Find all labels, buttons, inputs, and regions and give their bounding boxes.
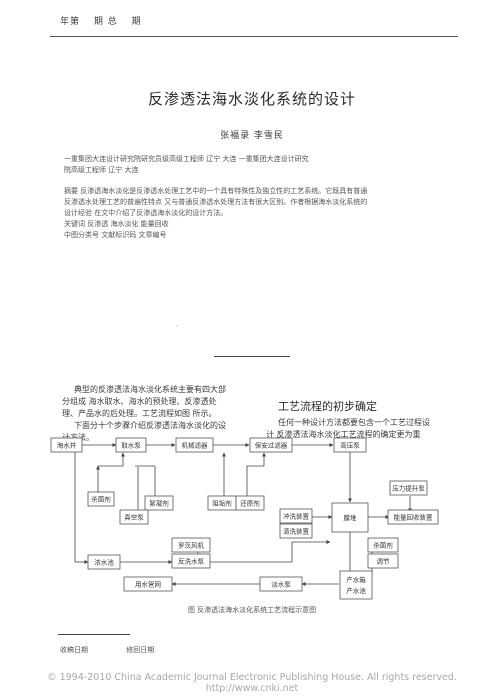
box-product-tank (339, 570, 373, 600)
box-adjust (367, 553, 399, 569)
box-membrane (331, 502, 369, 533)
box-backwash-pump (171, 553, 211, 569)
label-wash-water: 浓水池 (94, 558, 114, 567)
stray-mark: ′ (176, 325, 178, 333)
box-energy-recovery (387, 509, 439, 525)
label-scale-inhibitor: 阻垢剂 (212, 499, 232, 508)
label-pressure-booster: 压力提升泵 (392, 484, 425, 493)
flow-svg: 海水井 取水泵 机械滤器 保安过滤器 高压泵 压力提升泵 杀菌剂 絮凝剂 真空泵… (50, 437, 439, 600)
label-user-network: 用水管网 (135, 580, 161, 589)
label-energy-recovery: 能量回收装置 (394, 513, 434, 522)
box-user-network (123, 576, 173, 592)
label-sterilant: 杀菌剂 (91, 495, 111, 504)
section-heading: 工艺流程的初步确定 (278, 400, 377, 413)
header-rule (50, 36, 458, 37)
box-coagulant (144, 495, 174, 511)
affiliation-line: 院高级工程师 辽宁 大连 (64, 166, 139, 174)
box-security-filter (249, 437, 293, 453)
header-item: 期 (131, 17, 142, 27)
paper-title: 反渗透法海水淡化系统的设计 (147, 90, 356, 108)
label-seawater-well: 海水井 (57, 441, 77, 450)
box-flush-device (279, 508, 313, 524)
label-hp-pump: 高压泵 (340, 441, 360, 450)
body-line: 任何一种设计方法都要包含一个工艺过程设 (278, 418, 430, 427)
paper-authors: 张福录 李雪民 (220, 131, 284, 141)
box-backwash-fan (171, 537, 211, 553)
label-backwash-pump: 反洗水泵 (178, 557, 205, 566)
body-line: 计方法。 (62, 433, 94, 442)
label-product-tank-1: 产水箱 (346, 575, 366, 584)
box-sterilant-2 (367, 537, 399, 553)
body-line: 典型的反渗透法海水淡化系统主要有四大部 (74, 385, 226, 394)
label-product-pump: 淡水泵 (271, 580, 291, 589)
label-backwash-fan: 罗茨风机 (178, 541, 205, 550)
body-line: 理、产品水的后处理。工艺流程如图 所示。 (62, 409, 217, 418)
box-seawater-pump (115, 437, 147, 453)
label-security-filter: 保安过滤器 (255, 441, 288, 450)
label-flush-device: 冲洗装置 (283, 512, 310, 521)
footnote-received: 收稿日期 (60, 646, 88, 654)
body-line: 分组成 海水取水、海水的预处理、反渗透处 (62, 397, 217, 406)
label-sterilant-2: 杀菌剂 (373, 541, 393, 550)
figure-caption: 图 反渗透法海水淡化系统工艺流程示意图 (187, 606, 317, 614)
box-pressure-booster (389, 480, 428, 496)
label-reductant: 还原剂 (240, 499, 260, 508)
header-item: 期 总 (93, 17, 118, 27)
box-seawater-well (50, 437, 83, 453)
box-hp-pump (333, 437, 367, 453)
running-header: 年第 期 总 期 (60, 14, 152, 27)
classification-line: 中图分类号 文献标识码 文章编号 (64, 231, 167, 239)
box-sterilant (87, 491, 115, 507)
label-vacuum-pump: 真空泵 (124, 513, 144, 522)
label-seawater-pump: 取水泵 (121, 441, 141, 450)
box-reductant (235, 495, 265, 511)
copyright-watermark: © 1994-2010 China Academic Journal Elect… (47, 672, 457, 694)
process-flow-diagram: 海水井 取水泵 机械滤器 保安过滤器 高压泵 压力提升泵 杀菌剂 絮凝剂 真空泵… (50, 432, 464, 602)
box-wash-water (87, 554, 121, 570)
body-line: 计 反渗透法海水淡化工艺流程的确定更为重 (266, 430, 421, 439)
box-product-pump (259, 576, 303, 592)
abstract-line: 设计经验 在文中介绍了反渗透海水淡化的设计方法。 (64, 209, 228, 217)
label-membrane: 膜堆 (344, 513, 358, 522)
body-line: 下面分十个步骤介绍反渗透法海水淡化的设 (74, 421, 226, 430)
footnote-rule (58, 634, 130, 635)
affiliation-line: 一重集团大连设计研究院研究员级高级工程师 辽宁 大连 一重集团大连设计研究 (64, 155, 309, 163)
label-mech-filter: 机械滤器 (182, 441, 209, 450)
section-rule (214, 356, 290, 357)
abstract-line: 反渗透水处理工艺的普遍性特点 又与普通反渗透水处理方法有很大区别。作者根据海水淡… (64, 198, 368, 206)
box-vacuum-pump (119, 509, 149, 525)
label-clean-device: 清洗装置 (283, 527, 310, 536)
label-product-tank-2: 产水池 (346, 586, 366, 595)
footnote: 收稿日期 修回日期 (60, 645, 190, 655)
abstract-line: 摘要 反渗透海水淡化是反渗透水处理工艺中的一个具有特殊性及独立性的工艺系统。它既… (64, 187, 368, 195)
label-coagulant: 絮凝剂 (149, 499, 169, 508)
box-mech-filter (175, 437, 214, 453)
header-item: 年第 (60, 17, 81, 27)
keywords: 关键词 反渗透 海水淡化 能量回收 (64, 220, 169, 228)
footnote-revised: 修回日期 (126, 646, 155, 654)
box-clean-device (279, 523, 313, 539)
label-adjust: 调节 (377, 557, 391, 566)
